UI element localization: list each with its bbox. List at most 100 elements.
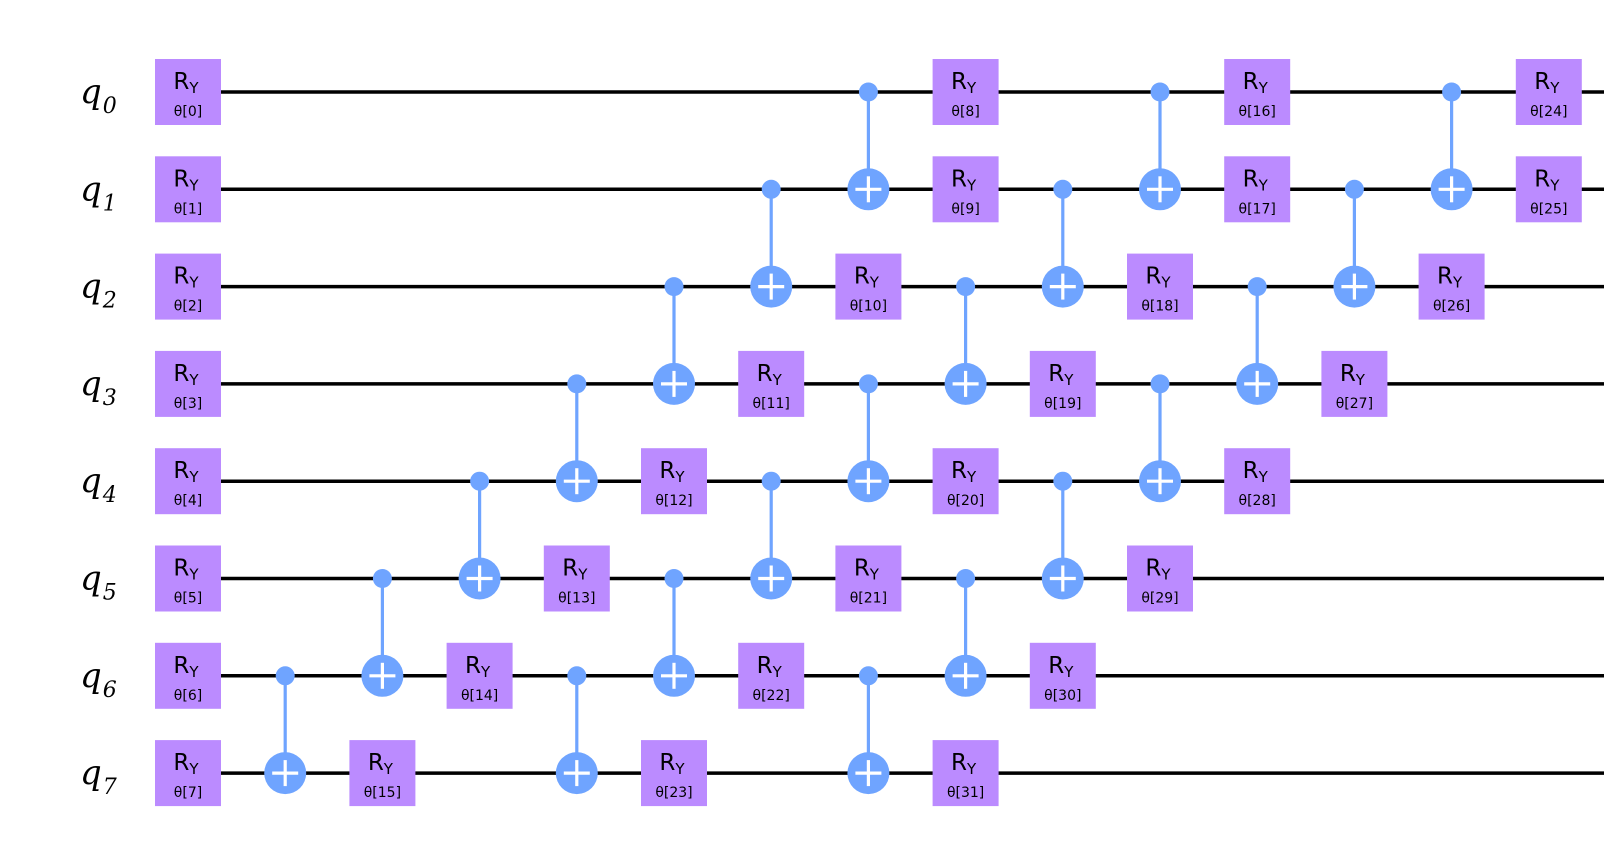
- ry-gate-name-main: R: [173, 264, 189, 290]
- ry-gate-name: RY: [1534, 166, 1560, 194]
- ry-gate-box: [738, 642, 805, 709]
- ry-gate-name-main: R: [1243, 458, 1259, 484]
- ry-gate: RYθ[2]: [155, 253, 221, 320]
- qubit-label-index: 3: [103, 386, 117, 411]
- qubit-label-index: 4: [102, 483, 117, 508]
- ry-gate: RY θ[23]: [641, 740, 707, 807]
- ry-gate-name: RY: [465, 653, 491, 681]
- ry-gate-param: θ[29]: [1141, 591, 1178, 607]
- ry-gate-box: [155, 740, 221, 807]
- ry-gate-name-main: R: [854, 556, 870, 582]
- ry-gate-box: [349, 740, 416, 807]
- ry-gate-name: RY: [562, 556, 588, 584]
- ry-gate-name: RY: [951, 166, 977, 194]
- qubit-label-index: 7: [103, 775, 117, 800]
- ry-gate-name-sub: Y: [577, 566, 588, 584]
- cx-control-dot: [664, 569, 684, 588]
- ry-gate-name-sub: Y: [188, 176, 199, 194]
- ry-gate-name-main: R: [1243, 166, 1259, 192]
- ry-gate: RY θ[22]: [738, 642, 805, 709]
- ry-gate-box: [641, 740, 707, 807]
- ry-gate-box: [155, 545, 221, 612]
- cx-gate: [653, 569, 695, 697]
- ry-gate-name-main: R: [368, 750, 384, 776]
- ry-gate-name-sub: Y: [480, 663, 491, 681]
- cx-control-dot: [1442, 82, 1462, 102]
- ry-gate-box: [155, 156, 221, 223]
- ry-gate-box: [932, 59, 999, 125]
- ry-gate-name-sub: Y: [966, 176, 977, 194]
- cx-control-dot: [956, 277, 976, 297]
- ry-gate-name-main: R: [173, 750, 189, 776]
- ry-gate-param: θ[0]: [174, 104, 202, 120]
- ry-gate-name: RY: [1048, 653, 1074, 681]
- qubit-label-3: q3: [80, 364, 117, 411]
- ry-gate-param: θ[6]: [174, 688, 202, 704]
- ry-gate: RYθ[7]: [155, 740, 221, 807]
- cx-control-dot: [1247, 277, 1267, 297]
- ry-gate: RYθ[29]: [1127, 545, 1193, 612]
- ry-gate-name: RY: [757, 653, 783, 681]
- ry-gate-param: θ[3]: [174, 396, 202, 412]
- ry-gate-name-main: R: [659, 750, 675, 776]
- ry-gate-name-main: R: [1048, 653, 1064, 679]
- ry-gate-name: RY: [659, 750, 685, 778]
- qubit-label-index: 6: [103, 678, 117, 703]
- ry-gate-param: θ[14]: [461, 688, 498, 704]
- cx-gate: [1236, 277, 1279, 405]
- ry-gate-param: θ[13]: [558, 591, 595, 607]
- ry-gate-box: [932, 448, 999, 515]
- cx-gate: [264, 666, 307, 795]
- ry-gate-param: θ[22]: [753, 688, 790, 704]
- qubit-label-7: q7: [80, 753, 117, 800]
- ry-gate: RYθ[16]: [1224, 59, 1291, 125]
- cx-control-dot: [664, 277, 684, 297]
- ry-gate-name-sub: Y: [1549, 79, 1560, 97]
- ry-gate-param: θ[15]: [364, 785, 401, 801]
- cx-control-dot: [858, 374, 878, 394]
- cx-gate: [944, 569, 987, 697]
- ry-gate-name: RY: [173, 264, 199, 292]
- qubit-label-index: 1: [103, 191, 117, 216]
- qubit-label-letter: q: [80, 753, 102, 793]
- ry-gate-box: [155, 642, 221, 709]
- qubit-label-letter: q: [80, 267, 102, 307]
- ry-gate-name: RY: [757, 361, 783, 389]
- ry-gate-name-main: R: [1145, 264, 1161, 290]
- ry-gate-name-sub: Y: [1355, 371, 1366, 389]
- ry-gate-name: RY: [659, 458, 685, 486]
- ry-gate-name-sub: Y: [869, 566, 880, 584]
- circuit-operations: RYθ[0]RYθ[1]RYθ[2]RYθ[3]RYθ[4]RYθ[5]RYθ[…: [155, 59, 1582, 807]
- ry-gate: RYθ[28]: [1224, 448, 1291, 515]
- ry-gate-name-main: R: [757, 653, 773, 679]
- cx-gate: [361, 569, 404, 697]
- ry-gate-param: θ[23]: [655, 785, 692, 801]
- ry-gate-name: RY: [173, 556, 199, 584]
- ry-gate-name-sub: Y: [674, 468, 685, 486]
- ry-gate-name-main: R: [1534, 166, 1550, 192]
- ry-gate: RYθ[6]: [155, 642, 221, 709]
- qubit-label-index: 5: [103, 581, 117, 606]
- ry-gate-param: θ[28]: [1239, 493, 1276, 509]
- ry-gate-param: θ[24]: [1530, 104, 1567, 120]
- ry-gate-box: [1029, 350, 1096, 417]
- ry-gate-name-main: R: [854, 264, 870, 290]
- ry-gate-box: [932, 156, 999, 223]
- ry-gate-name-main: R: [173, 556, 189, 582]
- qubit-label-4: q4: [80, 461, 117, 508]
- ry-gate-param: θ[8]: [951, 104, 979, 120]
- ry-gate-name: RY: [1437, 264, 1463, 292]
- qubit-label-1: q1: [80, 169, 117, 216]
- ry-gate: RYθ[20]: [932, 448, 999, 515]
- ry-gate-name: RY: [951, 750, 977, 778]
- ry-gate-name: RY: [854, 556, 880, 584]
- ry-gate-box: [1224, 59, 1291, 125]
- cx-gate: [750, 179, 793, 308]
- ry-gate: RYθ[5]: [155, 545, 221, 612]
- cx-gate: [1041, 471, 1084, 600]
- ry-gate-name-main: R: [173, 653, 189, 679]
- ry-gate-param: θ[10]: [850, 299, 887, 315]
- ry-gate-name-sub: Y: [1160, 274, 1171, 292]
- ry-gate-name-main: R: [951, 458, 967, 484]
- ry-gate: RYθ[24]: [1515, 59, 1582, 125]
